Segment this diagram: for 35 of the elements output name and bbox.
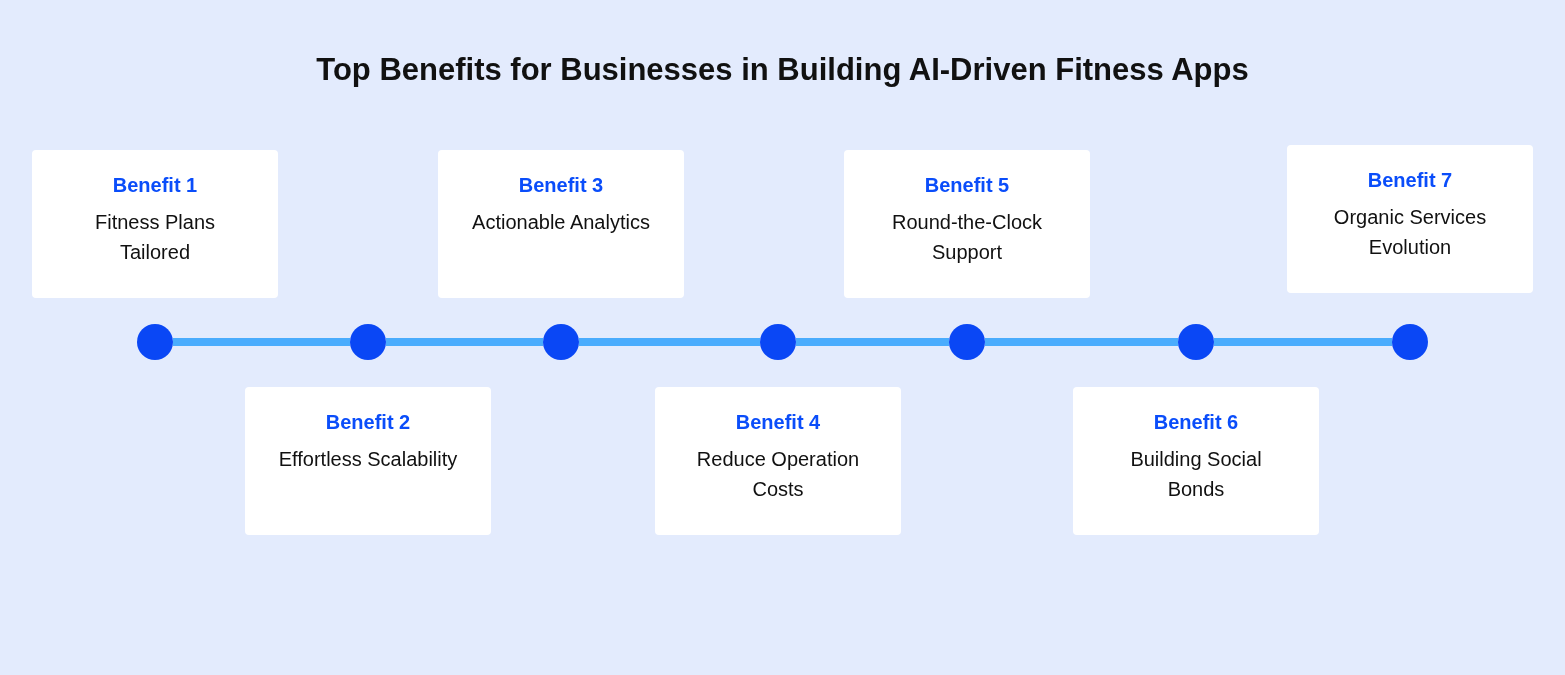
card-text: Organic Services Evolution xyxy=(1332,205,1488,260)
card-text: Reduce Operation Costs xyxy=(695,447,861,502)
timeline-line xyxy=(173,338,350,346)
benefit-card xyxy=(844,150,1090,298)
card-heading: Benefit 7 xyxy=(1367,169,1453,192)
timeline-line xyxy=(1214,338,1392,346)
timeline-line xyxy=(386,338,543,346)
card-heading: Benefit 5 xyxy=(924,174,1010,197)
timeline-dot xyxy=(137,324,173,360)
timeline-dot xyxy=(350,324,386,360)
benefit-card xyxy=(32,150,278,298)
card-text: Actionable Analytics xyxy=(471,210,651,235)
card-heading: Benefit 4 xyxy=(735,411,821,434)
timeline-dot xyxy=(1392,324,1428,360)
benefit-card xyxy=(1287,145,1533,293)
timeline-dot xyxy=(543,324,579,360)
benefit-card xyxy=(245,387,491,535)
card-text: Round-the-Clock Support xyxy=(890,210,1044,265)
card-text: Fitness Plans Tailored xyxy=(93,210,217,265)
timeline-dot xyxy=(760,324,796,360)
timeline-line xyxy=(579,338,760,346)
card-text: Effortless Scalability xyxy=(277,447,459,472)
card-heading: Benefit 3 xyxy=(518,174,604,197)
card-text: Building Social Bonds xyxy=(1129,447,1263,502)
timeline-dot xyxy=(949,324,985,360)
timeline-line xyxy=(796,338,949,346)
benefit-card xyxy=(655,387,901,535)
card-heading: Benefit 2 xyxy=(325,411,411,434)
benefit-card xyxy=(438,150,684,298)
title: Top Benefits for Businesses in Building AI-Driven Fitness Apps xyxy=(316,52,1249,88)
card-heading: Benefit 1 xyxy=(112,174,198,197)
timeline-dot xyxy=(1178,324,1214,360)
benefit-card xyxy=(1073,387,1319,535)
timeline-line xyxy=(985,338,1178,346)
card-heading: Benefit 6 xyxy=(1153,411,1239,434)
